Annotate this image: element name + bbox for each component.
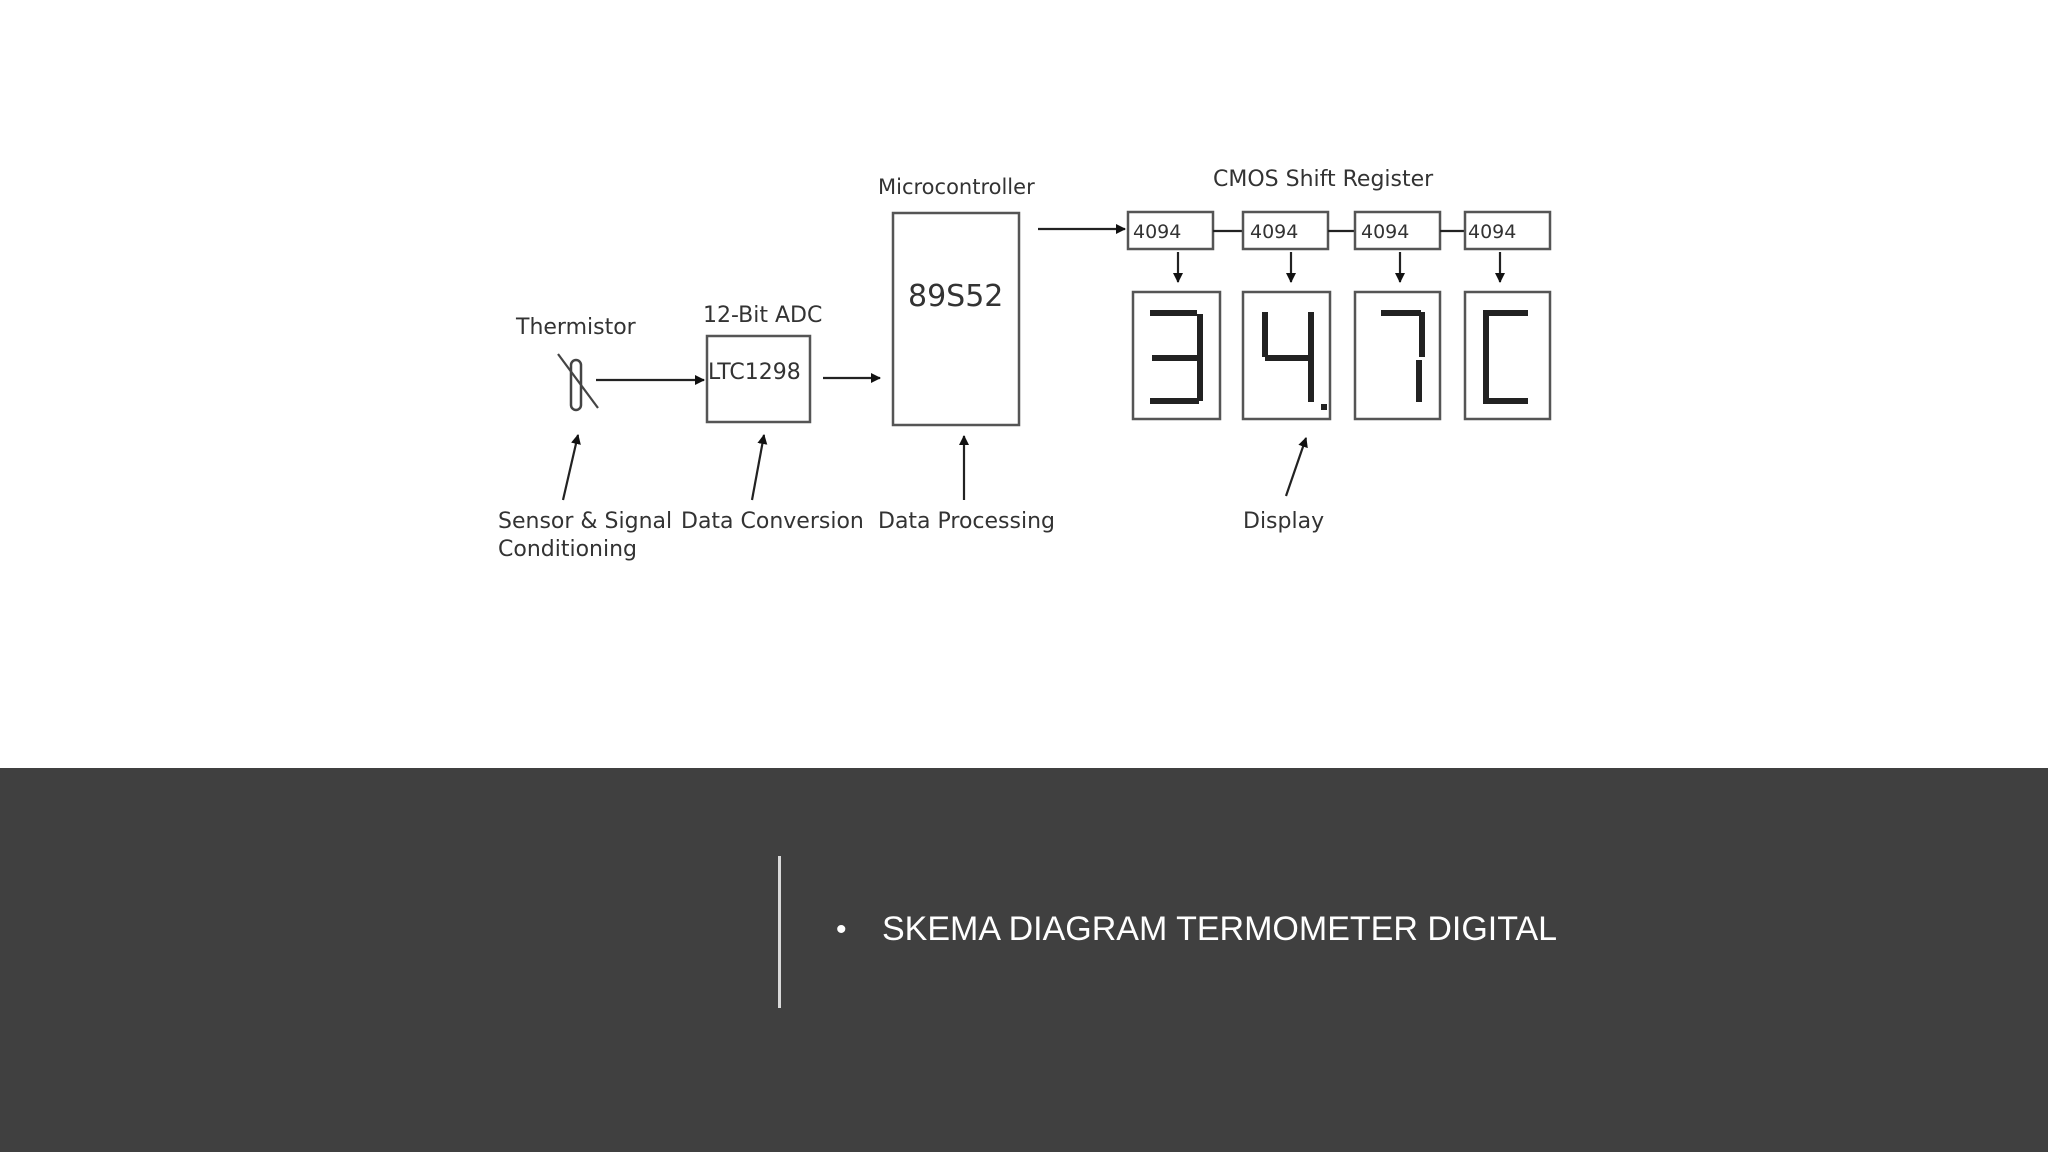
- thermistor-icon: [557, 353, 599, 412]
- sensor-caption-line2: Conditioning: [498, 537, 637, 562]
- bullet-item: • SKEMA DIAGRAM TERMOMETER DIGITAL: [836, 910, 1557, 949]
- bullet-icon: •: [836, 912, 847, 946]
- data-processing-caption: Data Processing: [878, 509, 1055, 534]
- shift-register-2-label: 4094: [1250, 221, 1298, 243]
- display-caption: Display: [1243, 509, 1324, 534]
- slide-caption-band: • SKEMA DIAGRAM TERMOMETER DIGITAL: [0, 768, 2048, 1152]
- shift-register-3: 4094: [1353, 210, 1442, 251]
- seven-segment-digit-2: [1241, 290, 1332, 421]
- shift-register-1-label: 4094: [1133, 221, 1181, 243]
- shift-register-title: CMOS Shift Register: [1213, 167, 1434, 192]
- shift-register-3-label: 4094: [1361, 221, 1409, 243]
- mcu-box: [891, 211, 1021, 427]
- vertical-divider: [778, 856, 781, 1008]
- slide-caption-text: SKEMA DIAGRAM TERMOMETER DIGITAL: [882, 910, 1558, 948]
- shift-register-2: 4094: [1241, 210, 1330, 251]
- sensor-caption-line1: Sensor & Signal: [498, 509, 672, 534]
- shift-register-1: 4094: [1126, 210, 1215, 251]
- shift-register-4: 4094: [1463, 210, 1552, 251]
- mcu-chip-label: 89S52: [908, 279, 1003, 314]
- shift-register-4-label: 4094: [1468, 221, 1516, 243]
- data-conversion-caption: Data Conversion: [681, 509, 864, 534]
- thermistor-label: Thermistor: [515, 315, 637, 340]
- block-diagram: Thermistor 12-Bit ADC Microcontroller CM…: [498, 167, 1552, 562]
- adc-chip-label: LTC1298: [708, 360, 801, 385]
- seven-segment-digit-1: [1131, 290, 1222, 421]
- mcu-title: Microcontroller: [878, 175, 1035, 199]
- adc-box: [705, 334, 812, 424]
- seven-segment-digit-4: [1463, 290, 1552, 421]
- seven-segment-digit-3: [1353, 290, 1442, 421]
- adc-title: 12-Bit ADC: [703, 303, 822, 328]
